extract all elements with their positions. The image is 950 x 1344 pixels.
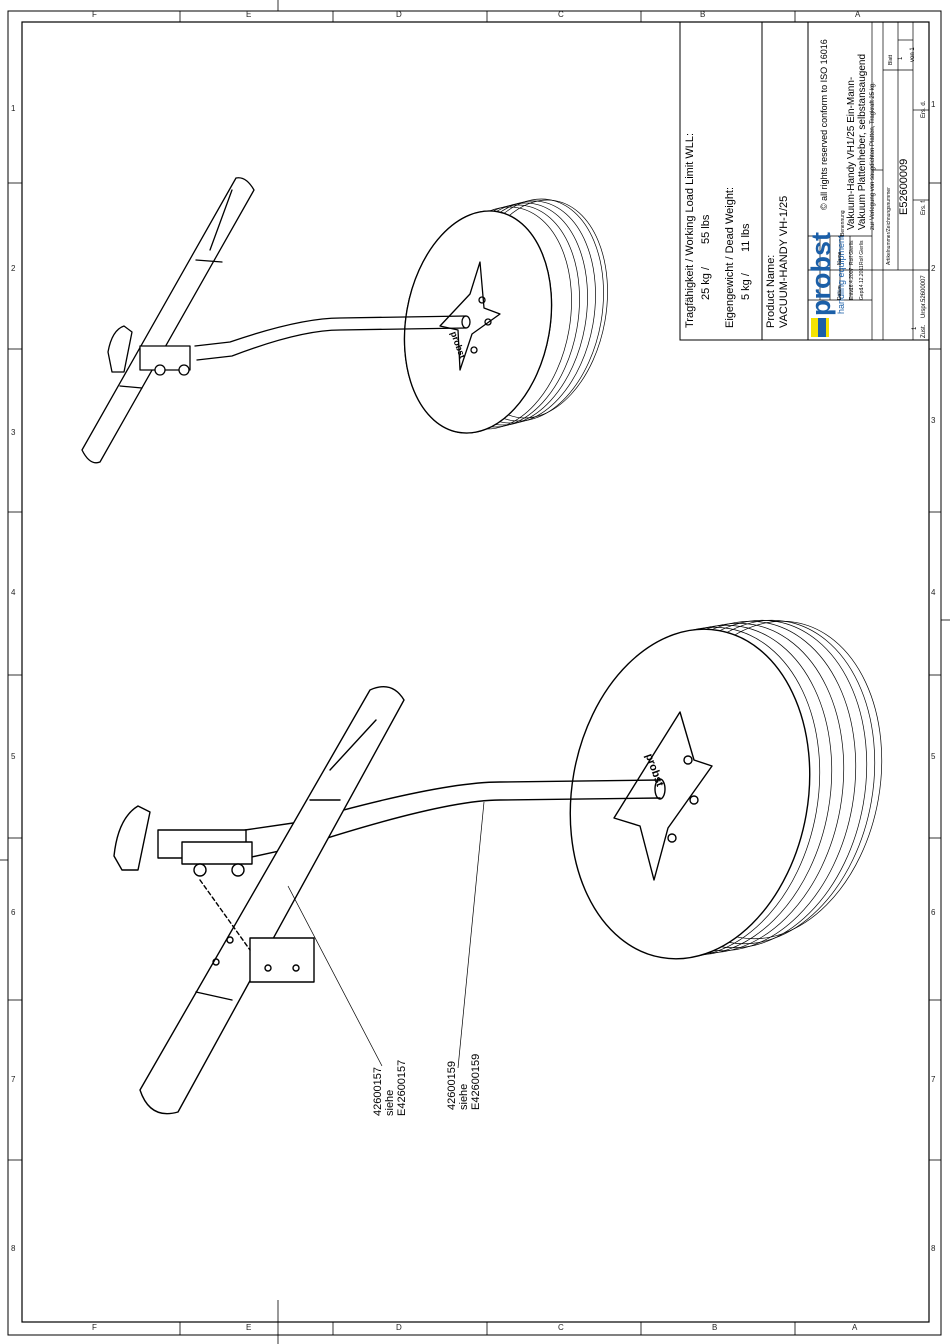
wll-lbs: 55 lbs xyxy=(700,214,712,244)
article-number: E52600009 xyxy=(898,158,910,215)
zone-top-c: C xyxy=(558,10,564,19)
zone-right-4: 4 xyxy=(931,588,936,597)
ursp-value: 52600007 xyxy=(921,275,927,302)
dead-weight-lbs: 11 lbs xyxy=(740,223,752,252)
spec-box xyxy=(679,21,930,341)
small-view xyxy=(81,177,608,464)
callout-2-siehe: siehe xyxy=(458,1083,470,1110)
zone-bottom-d: D xyxy=(396,1323,402,1332)
zust-label: Zust. xyxy=(921,324,927,338)
outer-frame xyxy=(7,10,942,1336)
logo-bar-blue xyxy=(818,318,826,337)
zone-top-b: B xyxy=(700,10,706,19)
zone-right-1: 1 xyxy=(931,100,936,109)
zone-top-e: E xyxy=(246,10,252,19)
zone-left-7: 7 xyxy=(11,1075,16,1084)
zone-right-8: 8 xyxy=(931,1244,936,1253)
zone-top-a: A xyxy=(855,10,861,19)
zone-top-f: F xyxy=(92,10,97,19)
zone-left-8: 8 xyxy=(11,1244,16,1253)
ursp-label: Urspr. xyxy=(921,301,927,318)
title-line-2: Vakuum Plattenheber, selbstansaugend xyxy=(857,53,868,230)
callout-1-number: 42600157 xyxy=(372,1067,384,1116)
zone-bottom-e: E xyxy=(246,1323,252,1332)
zone-bottom-f: F xyxy=(92,1323,97,1332)
row2-date: 14.12.2011 xyxy=(859,265,865,290)
copyright-note: © all rights reserved conform to ISO 160… xyxy=(819,39,829,210)
zone-left-6: 6 xyxy=(11,908,16,917)
zone-left-5: 5 xyxy=(11,752,16,761)
logo-subtitle: handling equipment xyxy=(836,235,846,314)
product-label: Product Name: xyxy=(765,254,777,328)
zone-right-3: 3 xyxy=(931,416,936,425)
zone-left-4: 4 xyxy=(11,588,16,597)
zone-left-2: 2 xyxy=(11,264,16,273)
dead-weight-label: Eigengewicht / Dead Weight: xyxy=(724,186,736,328)
row1-name: Rolf Gierlis xyxy=(849,240,855,265)
zone-top-d: D xyxy=(396,10,402,19)
wll-kg: 25 kg / xyxy=(700,266,712,300)
zone-left-1: 1 xyxy=(11,104,16,113)
name-header: Name xyxy=(837,251,843,265)
zone-right-2: 2 xyxy=(931,264,936,273)
sheet-label: Blatt xyxy=(888,54,894,65)
sheet-of: von 1 xyxy=(910,47,916,62)
wll-label: Tragfähigkeit / Working Load Limit WLL: xyxy=(684,132,696,328)
date-header: Datum xyxy=(837,285,843,300)
dead-weight-kg: 5 kg / xyxy=(740,273,752,300)
callout-1-ref: E42600157 xyxy=(396,1059,408,1116)
probst-logo: probst xyxy=(806,232,836,316)
zone-left-3: 3 xyxy=(11,428,16,437)
row1-date: 16.4.2007 xyxy=(849,267,855,290)
title-line-1: Vakuum-Handy VH1/25 Ein-Mann- xyxy=(846,76,857,230)
row2-name: Rolf Gierlis xyxy=(859,240,865,265)
title-block-grid xyxy=(808,22,929,340)
article-label: Artikelnummer/Zeichnungsnummer xyxy=(886,187,892,265)
sheet-value: 1 xyxy=(898,56,904,60)
large-view xyxy=(113,619,883,1115)
zone-right-6: 6 xyxy=(931,908,936,917)
callout-2-number: 42600159 xyxy=(446,1061,458,1110)
inner-frame xyxy=(21,21,930,1323)
zust-value: 1 xyxy=(912,326,918,330)
product-name: VACUUM-HANDY VH-1/25 xyxy=(778,195,790,328)
callout-1-siehe: siehe xyxy=(384,1089,396,1116)
ers-d-label: Ers. d. xyxy=(921,100,927,118)
callout-2-ref: E42600159 xyxy=(470,1053,482,1110)
zone-right-7: 7 xyxy=(931,1075,936,1084)
zone-bottom-c: C xyxy=(558,1323,564,1332)
zone-bottom-a: A xyxy=(852,1323,858,1332)
ers-f-label: Ers. f. xyxy=(921,199,927,215)
zone-bottom-b: B xyxy=(712,1323,718,1332)
title-line-3: zur Verlegung von saugdichten Platten, T… xyxy=(870,82,876,230)
zone-right-5: 5 xyxy=(931,752,936,761)
leader-lines xyxy=(287,801,485,1069)
